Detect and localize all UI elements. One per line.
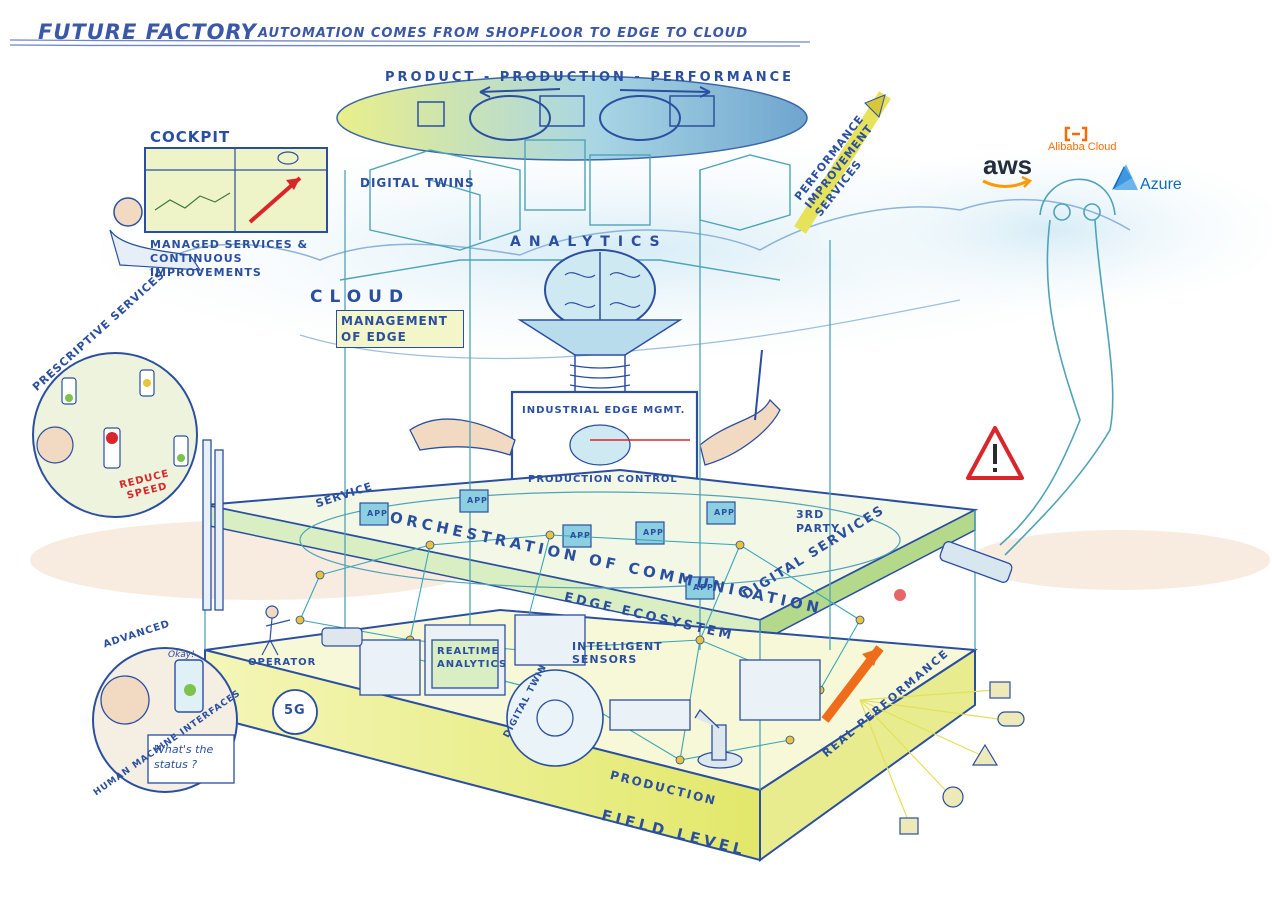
digital-twins-label: Digital twins: [360, 176, 475, 190]
status-ok-icon: [184, 684, 196, 696]
app-label: APP: [367, 509, 388, 518]
output-rays: [859, 689, 1006, 826]
arm-scanner-head: [894, 541, 1013, 601]
box-product-icon: [899, 817, 919, 835]
app-tile: [359, 502, 389, 526]
robot-arm: [694, 708, 743, 769]
app-tile: [459, 489, 489, 513]
operator-label: Operator: [248, 657, 317, 668]
output-products: [899, 681, 1025, 835]
agv-vehicle: [321, 627, 363, 647]
cylinder-product-icon: [997, 711, 1025, 727]
third-party-label: 3rd party: [796, 508, 841, 535]
sphere-product-icon: [942, 786, 964, 808]
realtime-analytics-label: Realtime analytics: [437, 646, 508, 670]
chimneys: [202, 439, 224, 611]
operator-figure: [261, 605, 291, 656]
intelligent-sensors-label: Intelligent sensors: [572, 640, 663, 666]
pyramid-product-icon: [971, 743, 999, 766]
page-title: Future Factory: [38, 20, 257, 44]
management-of-edge-label: Management of edge: [336, 310, 464, 348]
page-subtitle: Automation comes from shopfloor to edge …: [258, 26, 749, 41]
app-tile: [706, 501, 736, 525]
cloud-robot-arm: [999, 178, 1116, 556]
warning-icon: [966, 426, 1024, 480]
user-face: [100, 675, 150, 725]
production-control-label: Production control: [528, 474, 678, 485]
okay-label: Okay!: [168, 650, 195, 660]
shopfloor-machines: [359, 614, 821, 731]
app-label: APP: [467, 496, 488, 505]
title-underline: [9, 39, 811, 47]
app-label: APP: [643, 528, 664, 537]
edge-ecosystem-platform: [204, 468, 979, 644]
app-label: APP: [693, 583, 714, 592]
app-label: APP: [570, 531, 591, 540]
industrial-edge-mgmt-label: Industrial edge mgmt.: [522, 405, 686, 416]
operator-at-cockpit: [109, 197, 202, 271]
app-tiles: [359, 489, 736, 600]
ppp-disk: [336, 75, 808, 161]
whats-status-label: What's the status ?: [154, 743, 214, 771]
performance-blocks-icon: [669, 95, 715, 127]
speech-bubble: [147, 734, 235, 784]
app-label: APP: [714, 508, 735, 517]
conductor-hands: [409, 349, 781, 466]
hmi-panel: [92, 647, 238, 793]
aws-logo: aws: [983, 150, 1033, 180]
analytics-label: Analytics: [510, 234, 668, 250]
app-tile: [635, 521, 665, 545]
ground-wash-right: [970, 530, 1270, 590]
5g-badge: [272, 689, 318, 735]
production-blocks-icon: [539, 95, 585, 127]
performance-arrow: [794, 91, 891, 234]
azure-icon: [1112, 164, 1138, 190]
eye-icon: [277, 151, 299, 165]
real-performance-arrow: [821, 645, 884, 723]
managed-services-label: Managed services & continuous improvemen…: [150, 238, 309, 279]
cockpit-label: Cockpit: [150, 128, 231, 146]
cloud-band: [100, 140, 1272, 360]
azure-logo: Azure: [1140, 176, 1182, 193]
alibaba-cloud-logo: Alibaba Cloud: [1048, 141, 1117, 153]
cube-product-icon: [989, 681, 1011, 699]
app-tile: [685, 576, 715, 600]
prescriptive-services-panel: [32, 352, 198, 518]
aws-smile-icon: [982, 175, 1033, 188]
cloud-label: Cloud: [310, 287, 411, 307]
digital-twin-gear: [506, 669, 604, 767]
product-cube-icon: [417, 101, 445, 127]
ppp-banner: Product - Production - Performance: [385, 70, 795, 85]
alibaba-icon: [1064, 126, 1088, 142]
worker-face: [36, 426, 74, 464]
5g-label: 5G: [284, 703, 306, 718]
analytics-brain: [544, 249, 656, 331]
cockpit-monitor: [144, 147, 328, 233]
